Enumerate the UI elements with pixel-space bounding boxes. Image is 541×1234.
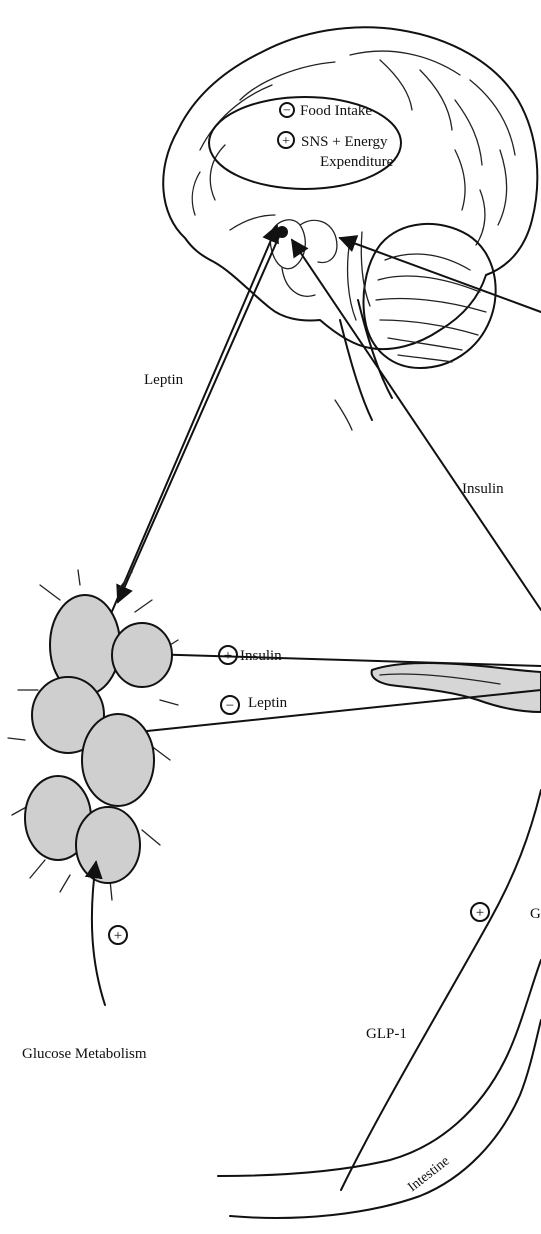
intestine-label: Intestine	[405, 1154, 452, 1196]
glucose-sign-group: +	[109, 926, 127, 944]
sns-energy-effect: + SNS + Energy Expenditure	[278, 132, 394, 170]
fat-cell	[76, 807, 140, 883]
insulin-fat-sign: +	[224, 648, 232, 664]
glp1-label: GLP-1	[366, 1026, 407, 1042]
adipose-tissue	[8, 570, 178, 900]
glucose-sign: +	[114, 928, 122, 944]
brain-to-fat-arrow	[118, 232, 281, 602]
insulin-brain-label: Insulin	[462, 481, 504, 497]
fat-cell	[82, 714, 154, 806]
glp1-sign-group: +	[471, 903, 489, 921]
food-intake-label: Food Intake	[300, 103, 372, 119]
leptin-to-brain-arrow	[110, 226, 277, 616]
leptin-from-fat-line	[128, 690, 541, 733]
fat-cell	[112, 623, 172, 687]
leptin-brain-label: Leptin	[144, 372, 184, 388]
insulin-to-brain-arrow	[292, 240, 541, 610]
glp1-sign: +	[476, 905, 484, 921]
gip-partial-label: G	[530, 906, 541, 922]
leptin-fat-sign: −	[226, 698, 234, 714]
brainstem	[340, 300, 392, 420]
sns-energy-label: SNS + Energy	[301, 134, 388, 150]
food-intake-effect: − Food Intake	[280, 103, 372, 119]
leptin-fat-label-group: − Leptin	[221, 695, 288, 714]
brain-effects-panel: − Food Intake + SNS + Energy Expenditure	[209, 97, 401, 189]
glp1-line	[341, 790, 541, 1190]
intestine: Intestine	[218, 960, 541, 1218]
leptin-fat-label: Leptin	[248, 695, 288, 711]
insulin-fat-label-group: + Insulin	[219, 646, 282, 664]
sns-energy-sign: +	[282, 134, 290, 149]
expenditure-label: Expenditure	[320, 154, 394, 170]
insulin-fat-label: Insulin	[240, 648, 282, 664]
glucose-metabolism-label: Glucose Metabolism	[22, 1046, 147, 1062]
food-intake-sign: −	[283, 104, 291, 119]
insulin-to-fat-arrow	[146, 654, 541, 666]
right-input-arrow	[340, 238, 541, 312]
